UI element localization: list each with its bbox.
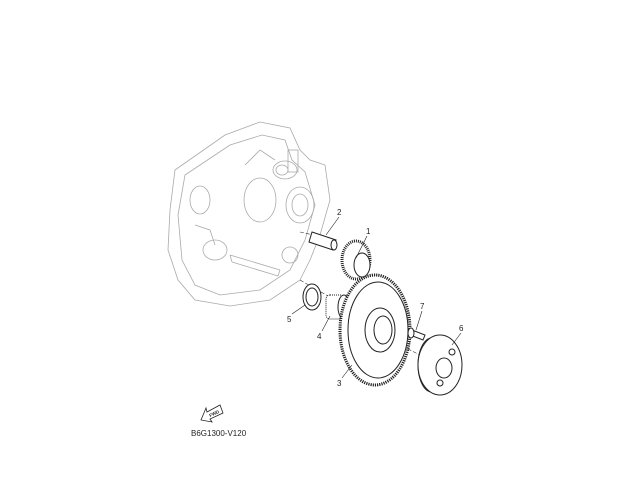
part-5-washer[interactable]	[302, 283, 322, 311]
fwd-label: FWD	[208, 409, 220, 418]
part-6-clutch[interactable]	[417, 334, 463, 396]
part-3-starter-wheel-gear[interactable]	[338, 273, 412, 387]
callout-1: 1	[366, 227, 371, 236]
part-2-shaft[interactable]	[308, 231, 338, 251]
callout-5: 5	[287, 315, 292, 324]
callout-4: 4	[317, 332, 322, 341]
part-7-bolt[interactable]	[407, 327, 426, 341]
diagram-code: B6G1300-V120	[191, 429, 247, 438]
callout-6: 6	[459, 324, 464, 333]
crankcase-outline	[167, 121, 331, 307]
part-1-gear[interactable]	[340, 239, 372, 281]
fwd-arrow-icon: FWD	[200, 404, 224, 423]
callout-2: 2	[337, 208, 342, 217]
callout-7: 7	[420, 302, 425, 311]
callout-3: 3	[337, 379, 342, 388]
